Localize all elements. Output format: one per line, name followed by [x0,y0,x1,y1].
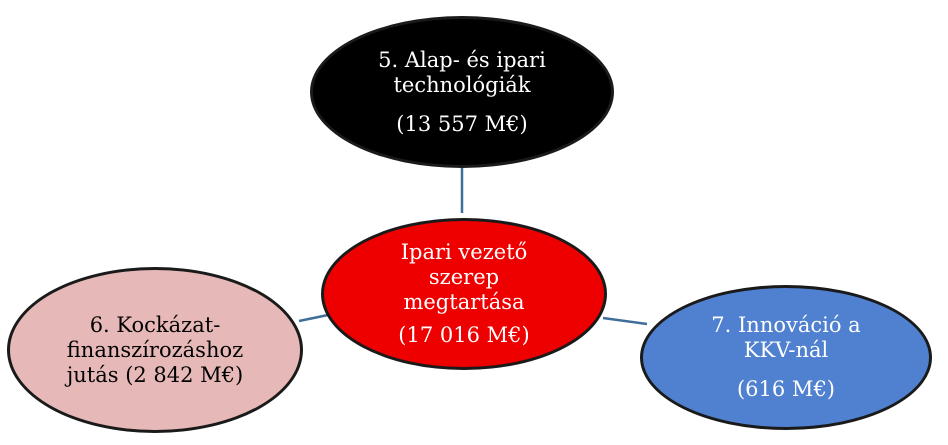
node-center-line-2: szerep [428,265,500,289]
node-right-line-1: 7. Innováció a [711,313,861,337]
node-innovacio-kkv: 7. Innováció a KKV-nál (616 M€) [640,285,932,430]
node-center-amount: (17 016 M€) [398,323,530,347]
node-left-amount: jutás (2 842 M€) [66,362,244,387]
node-top-line-1: 5. Alap- és ipari [378,47,546,72]
connector-center-left [298,313,329,323]
node-center-line-1: Ipari vezető [400,240,528,264]
node-ipari-vezeto-szerep: Ipari vezető szerep megtartása (17 016 M… [321,218,607,370]
node-kockazatfinanszirozas: 6. Kockázat- finanszírozáshoz jutás (2 8… [7,267,303,433]
node-right-amount: (616 M€) [736,377,835,401]
node-alap-es-ipari-technologiak: 5. Alap- és ipari technológiák (13 557 M… [310,16,614,168]
node-top-line-2: technológiák [393,72,531,97]
node-center-line-3: megtartása [403,290,525,314]
node-left-line-1: 6. Kockázat- [89,312,221,337]
node-top-amount: (13 557 M€) [396,111,528,136]
node-right-line-2: KKV-nál [743,338,829,362]
connector-center-right [602,316,648,326]
node-left-line-2: finanszírozáshoz [66,337,244,362]
